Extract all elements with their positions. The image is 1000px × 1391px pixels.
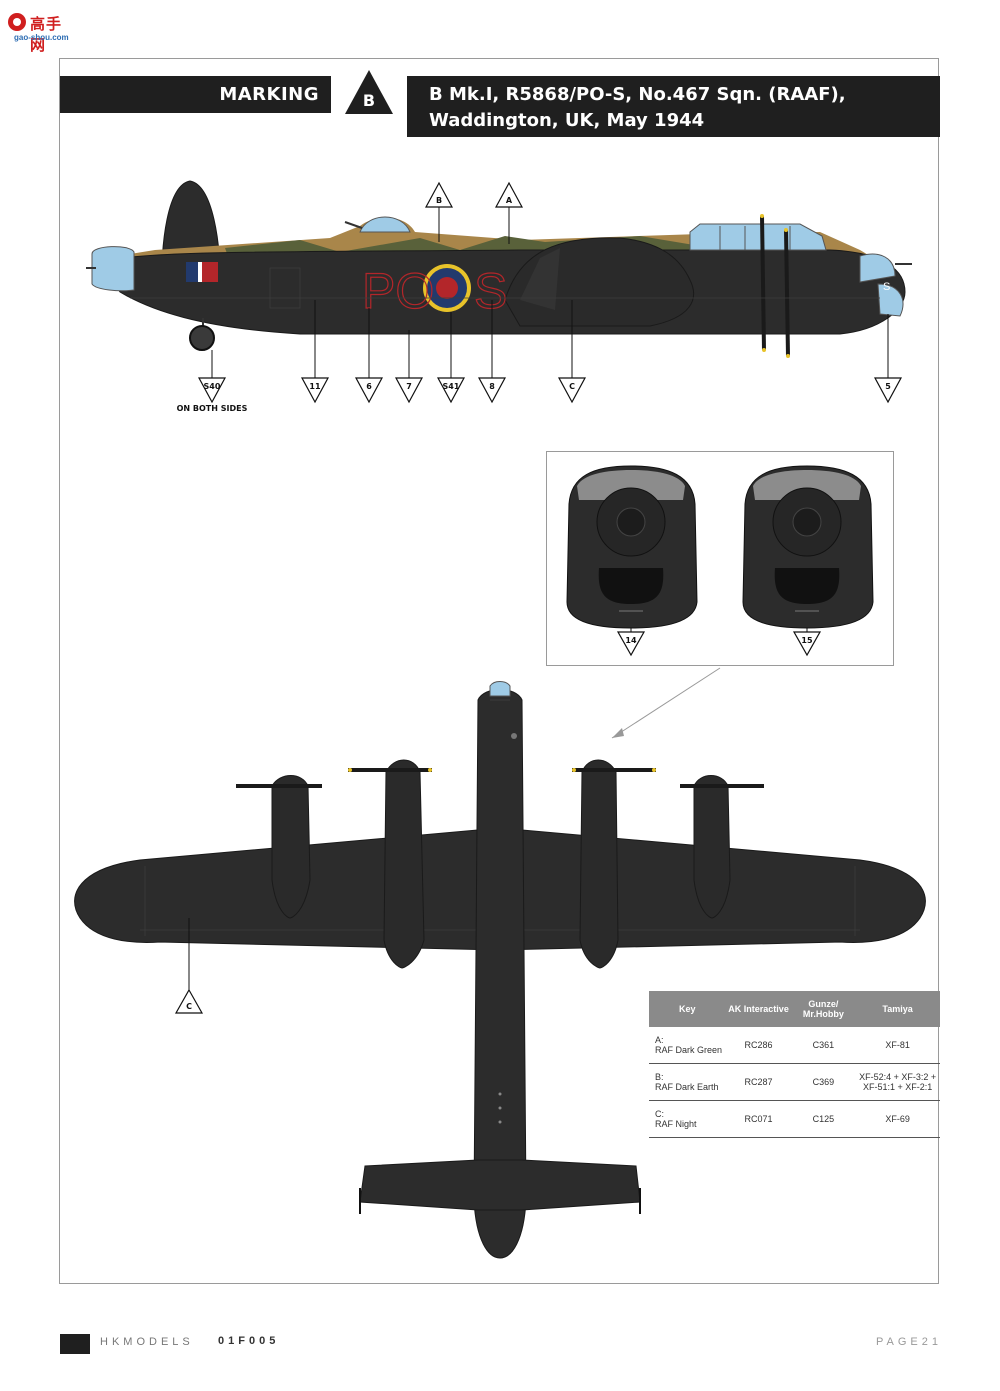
paint-gunze: C369	[791, 1063, 856, 1101]
engine-front-views: 14 15	[566, 465, 874, 657]
svg-text:C: C	[569, 382, 575, 391]
marking-letter: B	[363, 91, 375, 110]
site-watermark: 高手网 gao-shou.com	[6, 6, 76, 54]
callout-8: 8	[477, 377, 507, 404]
paint-key: C:RAF Night	[649, 1100, 726, 1138]
svg-text:C: C	[186, 1002, 192, 1011]
table-row: A:RAF Dark Green RC286 C361 XF-81	[649, 1027, 940, 1064]
page-title: B Mk.I, R5868/PO-S, No.467 Sqn. (RAAF), …	[429, 84, 846, 131]
watermark-logo-icon	[8, 13, 26, 31]
side-callout-leaders	[211, 207, 889, 378]
callout-S40: S40	[197, 377, 227, 404]
fuselage-code-left: PO	[362, 263, 434, 319]
marking-header: MARKING	[60, 76, 331, 113]
paint-tamiya: XF-69	[855, 1100, 940, 1138]
engine-front-view-left	[566, 465, 698, 629]
callout-5: 5	[873, 377, 903, 404]
callout-C-side: C	[557, 377, 587, 404]
marking-label: MARKING	[219, 84, 319, 105]
table-row: B:RAF Dark Earth RC287 C369 XF-52:4 + XF…	[649, 1063, 940, 1101]
paint-key: A:RAF Dark Green	[649, 1027, 726, 1064]
header-ak: AK Interactive	[725, 991, 792, 1027]
callout-C-top: C	[174, 988, 204, 1014]
paint-gunze: C125	[791, 1100, 856, 1138]
paint-tamiya: XF-81	[855, 1027, 940, 1064]
callout-7: 7	[394, 377, 424, 404]
paint-key: B:RAF Dark Earth	[649, 1063, 726, 1101]
paint-tamiya: XF-52:4 + XF-3:2 + XF-51:1 + XF-2:1	[855, 1063, 940, 1101]
svg-text:S40: S40	[204, 382, 221, 391]
fuselage-code-right: S	[474, 263, 507, 319]
footer-product-code: 01F005	[218, 1335, 280, 1347]
paint-ak: RC287	[725, 1063, 792, 1101]
header-key: Key	[649, 991, 726, 1027]
footer-page-number: PAGE21	[876, 1336, 942, 1348]
svg-text:S41: S41	[443, 382, 460, 391]
paint-ak: RC286	[725, 1027, 792, 1064]
header-gunze: Gunze/ Mr.Hobby	[791, 991, 856, 1027]
callout-B: B	[424, 181, 454, 208]
paint-reference-table: Key AK Interactive Gunze/ Mr.Hobby Tamiy…	[649, 991, 940, 1138]
footer-brand: HKMODELS	[100, 1336, 194, 1348]
callout-6: 6	[354, 377, 384, 404]
svg-text:6: 6	[366, 382, 372, 391]
svg-text:15: 15	[801, 636, 813, 645]
marking-letter-badge: B	[345, 70, 393, 114]
paint-ak: RC071	[725, 1100, 792, 1138]
paint-table-header: Key AK Interactive Gunze/ Mr.Hobby Tamiy…	[649, 991, 940, 1027]
callout-15: 15	[792, 631, 822, 657]
title-banner: B Mk.I, R5868/PO-S, No.467 Sqn. (RAAF), …	[407, 76, 940, 137]
engine-front-view-right	[742, 465, 874, 629]
on-both-sides-note: ON BOTH SIDES	[176, 404, 248, 413]
nose-letter: S	[883, 281, 890, 293]
side-view-aircraft: PO S S	[86, 180, 912, 358]
svg-text:5: 5	[885, 382, 891, 391]
header-tamiya: Tamiya	[855, 991, 940, 1027]
inset-pointer-arrow-icon	[612, 728, 624, 738]
svg-text:A: A	[506, 196, 513, 205]
callout-S41: S41	[436, 377, 466, 404]
callout-A: A	[494, 181, 524, 208]
page-frame	[59, 58, 939, 1284]
paint-gunze: C361	[791, 1027, 856, 1064]
svg-text:11: 11	[309, 382, 321, 391]
watermark-url: gao-shou.com	[14, 33, 69, 42]
inset-pointer	[611, 667, 721, 739]
callout-14: 14	[616, 631, 646, 657]
svg-text:8: 8	[489, 382, 495, 391]
svg-text:14: 14	[625, 636, 637, 645]
callout-11: 11	[300, 377, 330, 404]
svg-text:7: 7	[406, 382, 412, 391]
watermark-brand: 高手网	[30, 15, 63, 54]
table-row: C:RAF Night RC071 C125 XF-69	[649, 1100, 940, 1138]
hkmodels-logo-icon	[60, 1334, 90, 1354]
engine-inset: 14 15	[546, 451, 894, 666]
top-view-aircraft	[74, 681, 926, 1259]
svg-text:B: B	[436, 196, 442, 205]
